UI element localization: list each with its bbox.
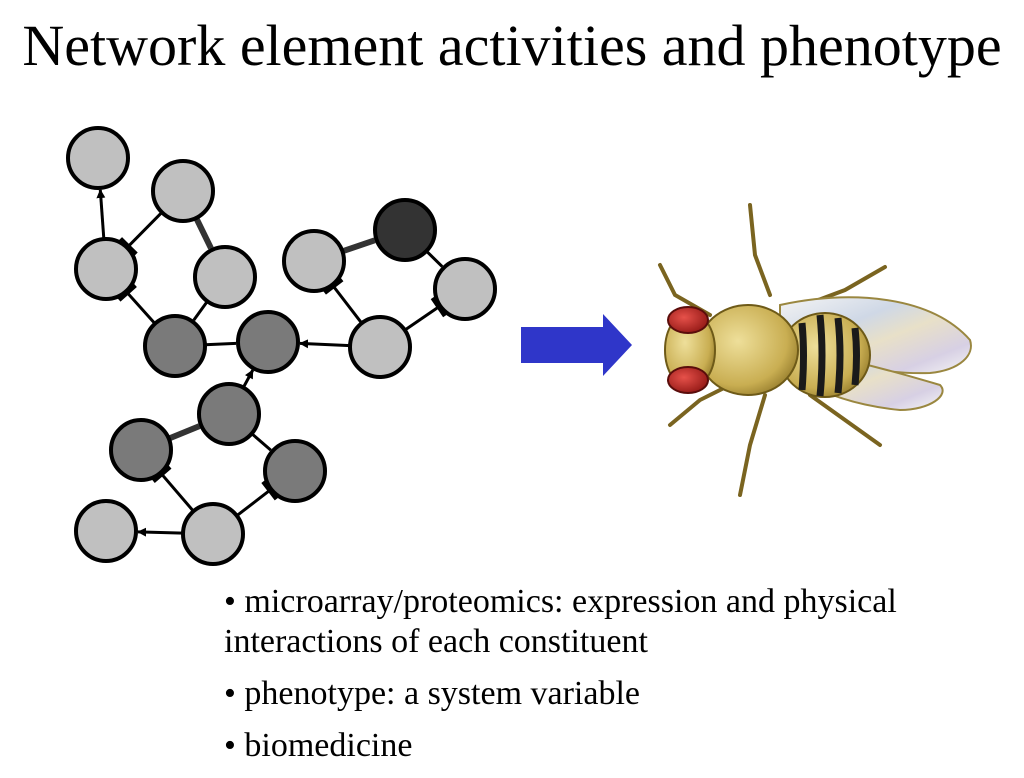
network-node-n1: [66, 126, 130, 190]
network-node-n9: [433, 257, 497, 321]
network-node-n15: [74, 499, 138, 563]
edge-link-n4-n5: [192, 300, 209, 321]
bullet-biomedicine: • biomedicine: [224, 727, 413, 764]
edge-inhibition-n14-n13: [235, 489, 271, 517]
edge-inhibition-n5-n3: [126, 291, 157, 325]
fruit-fly-icon: [658, 203, 972, 497]
bullet-microarray: • microarray/proteomics: expression and …: [224, 583, 897, 660]
edge-activation-n10-n6: [299, 339, 351, 349]
edge-link-n5-n6: [204, 341, 237, 347]
network-node-n14: [181, 502, 245, 566]
edge-bond-n12-n11: [167, 423, 201, 442]
fly-eye-top: [667, 306, 709, 334]
network-node-n5: [143, 314, 207, 378]
edge-bond-n2-n4: [193, 216, 214, 250]
bullet-list: • microarray/proteomics: expression and …: [224, 582, 1014, 778]
edge-link-n11-n13: [250, 432, 272, 452]
inhibition-bar-n13: [261, 480, 278, 501]
edge-inhibition-n14-n12: [160, 473, 195, 513]
bullet-phenotype: • phenotype: a system variable: [224, 675, 641, 712]
edge-inhibition-n2-n3: [127, 211, 163, 248]
network-node-n2: [151, 159, 215, 223]
edge-activation-n3-n1: [96, 189, 106, 240]
network-node-n7: [282, 229, 346, 293]
inhibition-bar-n7: [323, 278, 344, 295]
slide-title: Network element activities and phenotype: [22, 13, 1002, 78]
fly-eye-bottom: [667, 366, 709, 394]
edge-inhibition-n10-n7: [332, 285, 363, 325]
network-node-n6: [236, 310, 300, 374]
edge-inhibition-n10-n9: [403, 305, 440, 332]
edge-link-n8-n9: [425, 249, 444, 268]
network-node-n11: [197, 382, 261, 446]
network-node-n3: [74, 237, 138, 301]
edge-activation-n14-n15: [137, 527, 184, 537]
right-arrow-icon: [521, 314, 632, 376]
edge-bond-n7-n8: [341, 237, 376, 255]
network-node-n12: [109, 418, 173, 482]
network-node-n4: [193, 245, 257, 309]
network-node-n8: [373, 198, 437, 262]
network-node-n10: [348, 315, 412, 379]
network-node-n13: [263, 439, 327, 503]
inhibition-bar-n3: [117, 284, 137, 302]
edge-activation-n11-n6: [241, 369, 255, 389]
network-diagram: [66, 126, 632, 566]
